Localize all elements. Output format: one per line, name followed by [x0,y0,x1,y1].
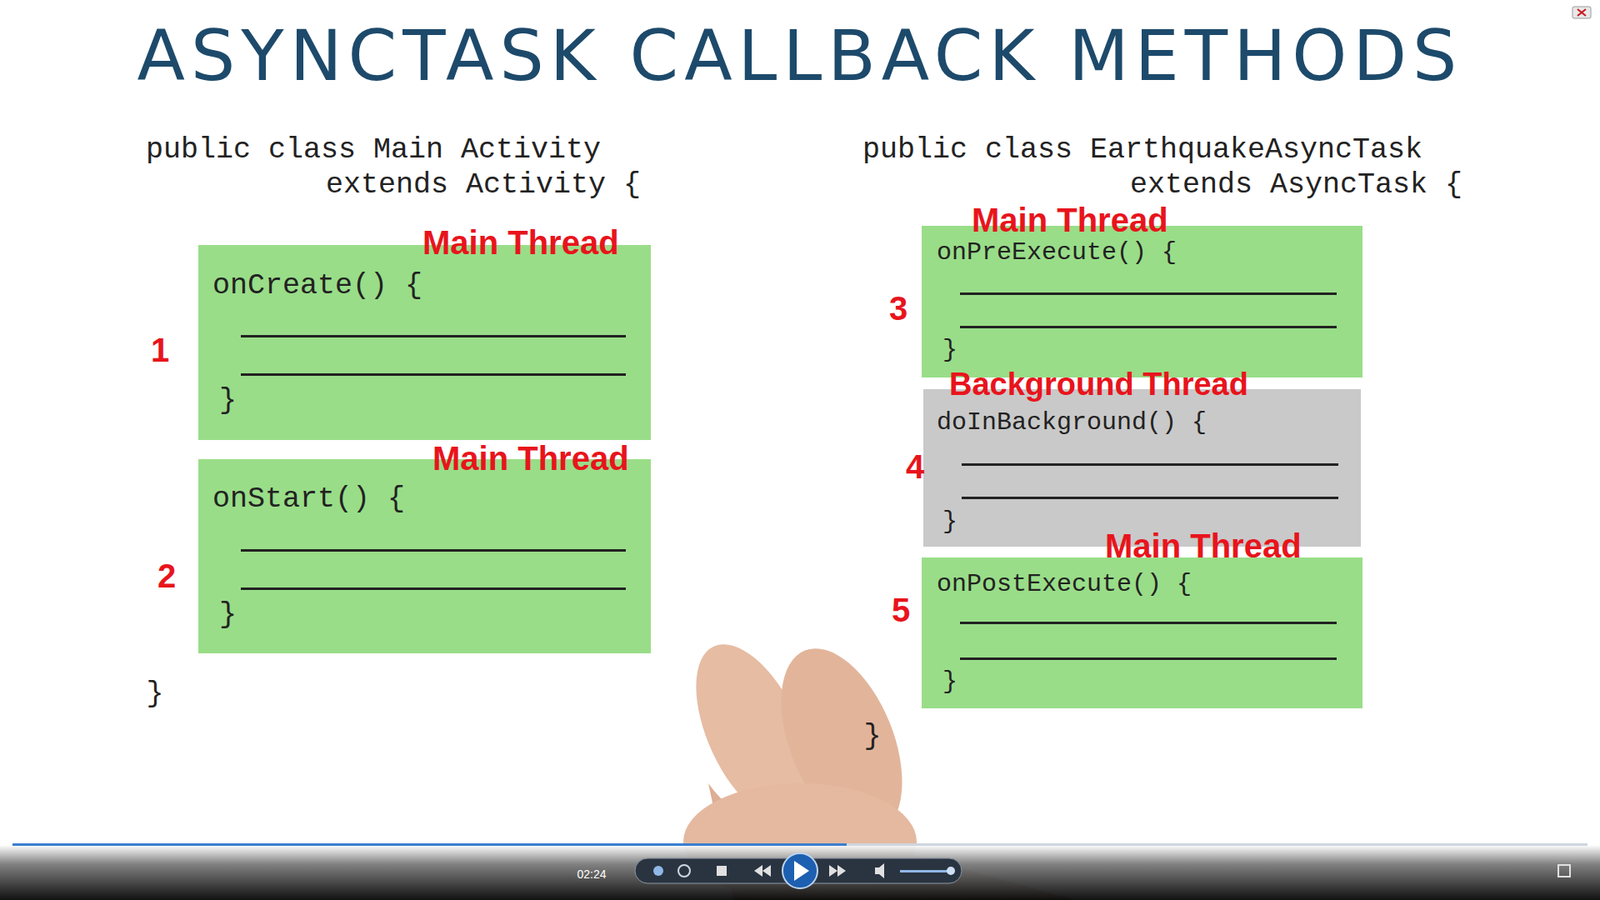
main-method-box: Main ThreadonCreate() {} [198,245,651,440]
thread-label: Main Thread [432,438,630,479]
blank-line [240,335,626,338]
blank-line [960,657,1337,660]
closing-brace: } [942,666,958,697]
closing-brace: } [219,383,237,419]
thread-label: Main Thread [971,200,1169,240]
slide-title: ASYNCTASK CALLBACK METHODS [137,14,1464,99]
blank-line [960,325,1337,329]
progress-track [12,843,1588,846]
player-bar [0,845,1600,900]
closing-brace: } [942,335,958,365]
callout-number: 2 [157,555,176,596]
method-signature: doInBackground() { [936,407,1207,438]
class-declaration: public class Main Activity [145,132,601,168]
progress-fill [12,843,847,846]
thread-label: Main Thread [1105,525,1302,566]
class-declaration: extends AsyncTask { [1130,167,1463,203]
main-method-box: Main ThreadonPreExecute() {} [921,225,1363,378]
closing-brace: } [219,597,237,633]
main-method-box: Main ThreadonStart() {} [198,459,651,654]
close-button [1572,6,1591,19]
class-declaration: extends Activity { [325,167,641,203]
method-signature: onStart() { [212,481,405,517]
closing-brace: } [942,506,958,537]
method-signature: onCreate() { [212,268,423,304]
callout-number: 1 [150,330,170,370]
blank-line [240,549,626,552]
background-method-box: Background ThreaddoInBackground() {} [923,389,1361,547]
method-signature: onPostExecute() { [936,569,1192,600]
blank-line [961,463,1339,466]
callout-number: 4 [905,446,925,487]
closing-brace: } [145,676,164,712]
main-method-box: Main ThreadonPostExecute() {} [921,557,1363,709]
class-declaration: public class EarthquakeAsyncTask [862,132,1423,168]
blank-line [961,496,1339,500]
closing-brace: } [863,719,881,755]
thread-label: Main Thread [422,222,620,263]
blank-line [240,587,626,590]
playback-time: 02:24 [576,867,606,882]
method-signature: onPreExecute() { [936,237,1177,268]
callout-number: 3 [889,288,908,329]
callout-number: 5 [891,590,910,630]
blank-line [960,292,1337,295]
thread-label: Background Thread [949,365,1249,405]
blank-line [240,373,626,376]
blank-line [960,621,1337,625]
player-controls [635,853,1570,889]
